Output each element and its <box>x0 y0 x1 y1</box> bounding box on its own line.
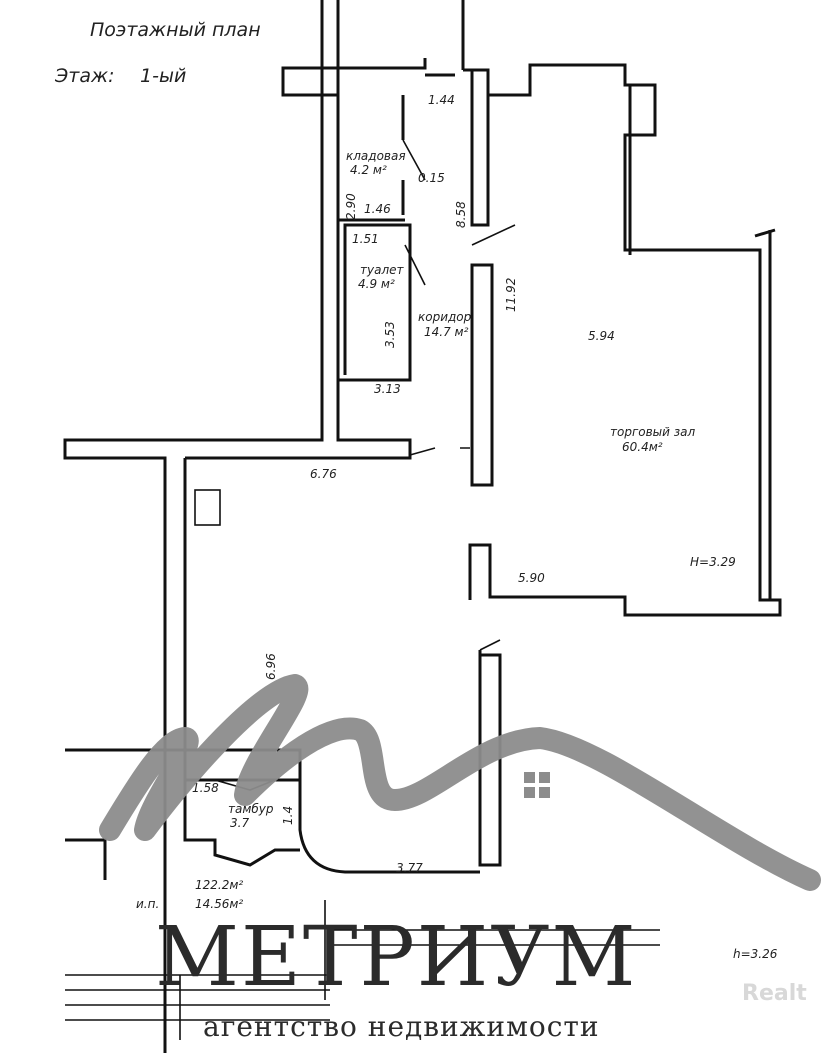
room-area: 4.9 м² <box>358 277 395 291</box>
dimension: 11.92 <box>504 278 518 312</box>
room-area: 4.2 м² <box>350 163 387 177</box>
floor-value: 1-ый <box>140 65 186 87</box>
room-name: тамбур <box>228 802 274 816</box>
totals-label: и.п. <box>136 897 159 911</box>
dimension: 1.58 <box>192 781 219 795</box>
dimension: 3.53 <box>383 321 397 348</box>
dimension: 3.77 <box>396 861 423 875</box>
dimension: 3.13 <box>374 382 401 396</box>
walls <box>63 0 782 1053</box>
dimension: 6.76 <box>310 467 337 481</box>
logo-swoosh <box>99 674 821 891</box>
dimension: 0.15 <box>418 171 445 185</box>
secondary-area: 14.56м² <box>195 897 243 911</box>
dimension: 5.94 <box>588 329 615 343</box>
room-area: 60.4м² <box>622 440 663 454</box>
dimension: 8.58 <box>454 201 468 228</box>
dimension: 2.90 <box>344 193 358 220</box>
room-labels: кладовая 4.2 м² туалет 4.9 м² коридор 14… <box>228 149 695 830</box>
bottom-height: h=3.26 <box>733 947 778 961</box>
plan-title: Поэтажный план <box>90 19 261 41</box>
dimension-labels: 1.44 0.15 2.90 1.46 1.51 3.53 3.13 8.58 … <box>136 93 778 961</box>
room-name: торговый зал <box>610 425 695 439</box>
room-area: 14.7 м² <box>424 325 469 339</box>
hall-height: H=3.29 <box>690 555 736 569</box>
floor-label: Этаж: <box>54 65 115 87</box>
brand-name: МЕТРИУМ <box>155 910 637 1005</box>
dimension: 1.44 <box>428 93 455 107</box>
dimension: 1.51 <box>352 232 379 246</box>
watermark-logo: МЕТРИУМ агентство недвижимости Realt <box>99 674 821 1043</box>
dimension: 5.90 <box>518 571 545 585</box>
dimension: 1.46 <box>364 202 391 216</box>
corner-watermark: Realt <box>742 981 807 1006</box>
dimension: 6.96 <box>264 653 278 680</box>
room-name: туалет <box>360 263 404 277</box>
total-area: 122.2м² <box>195 878 243 892</box>
brand-tagline: агентство недвижимости <box>203 1010 600 1043</box>
room-name: кладовая <box>346 149 406 163</box>
room-area: 3.7 <box>230 816 249 830</box>
house-window-icon <box>524 772 550 798</box>
room-name: коридор <box>418 310 472 324</box>
dimension: 1.4 <box>281 806 295 825</box>
